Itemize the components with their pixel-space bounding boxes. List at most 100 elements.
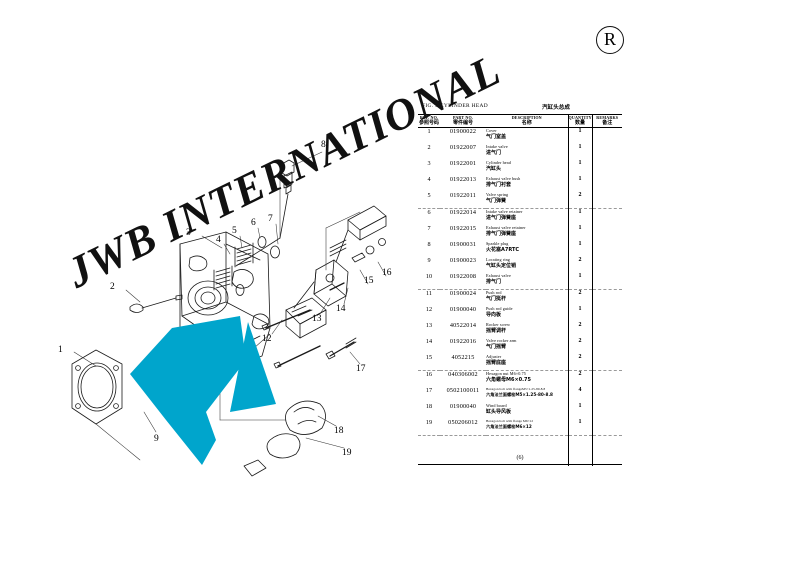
cell-empty	[591, 435, 622, 466]
diagram-part-rocker-screws	[329, 238, 386, 291]
cell-remarks	[591, 257, 622, 273]
cell-description-en: Adjuster	[486, 354, 502, 359]
cell-quantity: 1	[567, 127, 592, 144]
cell-description-en: Valve rocker arm	[486, 338, 517, 343]
cell-quantity: 1	[567, 176, 592, 192]
parts-table-grid: REF. NO. 参照号码 PART NO. 零件编号 DESCRIPTION …	[418, 114, 622, 466]
cell-ref-no: 15	[425, 354, 433, 361]
cell-quantity: 2	[567, 370, 592, 387]
cell-part-no: 01900040	[449, 403, 477, 410]
cell-description-en: Rocker screw	[486, 322, 511, 327]
svg-text:13: 13	[312, 314, 322, 324]
cell-ref-no: 16	[418, 370, 440, 387]
svg-text:9: 9	[154, 434, 159, 444]
cell-remarks	[591, 241, 622, 257]
svg-text:12: 12	[262, 334, 272, 344]
header-ref-no-en: REF. NO.	[419, 115, 439, 120]
table-title-cn: 汽缸头总成	[542, 105, 570, 111]
diagram-part-push-rod-guide	[285, 297, 327, 339]
diagram-callout-labels: 1 2 3 4 5 6 7 8 9 10 11 12 13 14 15 16 1…	[58, 140, 392, 458]
header-remarks: REMARKS 备注	[591, 115, 622, 128]
cell-part-no: 01900031	[449, 241, 477, 248]
cell-description-en: Exhaust valve	[486, 273, 511, 278]
cell-remarks	[591, 160, 622, 176]
cell-quantity: 2	[567, 354, 592, 371]
cell-part-no: 050206012	[448, 419, 478, 426]
cell-description-cn: 火花塞A7RTC	[486, 246, 520, 253]
cell-description-en: Sparkle plug	[486, 241, 509, 246]
cell-description-cn: 排气门衬套	[486, 181, 512, 188]
header-ref-no: REF. NO. 参照号码	[418, 115, 440, 128]
table-header-row: REF. NO. 参照号码 PART NO. 零件编号 DESCRIPTION …	[418, 115, 622, 128]
cell-ref-no: 4	[427, 176, 431, 183]
diagram-part-gasket	[71, 349, 123, 425]
cell-quantity: 2	[567, 338, 592, 354]
cell-remarks	[591, 192, 622, 209]
svg-text:16: 16	[382, 268, 392, 278]
diagram-part-rocker-arms	[293, 205, 387, 309]
header-description-en: DESCRIPTION	[511, 115, 542, 120]
cell-part-no: 0502100011	[446, 387, 480, 394]
diagram-part-flange-bolts	[325, 337, 357, 360]
registered-trademark-icon: R	[596, 26, 624, 54]
cell-part-no: 040306002	[440, 370, 486, 387]
header-quantity: QUANTITY 数量	[567, 115, 592, 128]
svg-text:11: 11	[244, 348, 253, 358]
header-remarks-en: REMARKS	[596, 115, 619, 120]
cell-part-no: 01922011	[449, 192, 477, 199]
svg-text:17: 17	[356, 364, 366, 374]
table-title-en: FIG. 3 CYLINDER HEAD	[422, 103, 488, 109]
cell-remarks	[591, 289, 622, 306]
cell-description-en: Push rod	[486, 290, 502, 295]
cell-quantity: 1	[567, 241, 592, 257]
diagram-part-valve-springs	[213, 242, 254, 291]
cell-quantity: 1	[567, 208, 592, 225]
header-part-no: PART NO. 零件编号	[440, 115, 486, 128]
cell-ref-no: 8	[427, 241, 431, 248]
cell-quantity: 4	[567, 387, 592, 403]
page-number: (6)	[516, 455, 524, 461]
cell-description-en: Push rod guide	[486, 306, 513, 311]
cell-description-en: Intake valve retainer	[486, 209, 523, 214]
cell-part-no: 01922013	[449, 176, 477, 183]
cell-remarks	[591, 403, 622, 419]
cell-remarks	[591, 127, 622, 144]
exploded-diagram: 1 2 3 4 5 6 7 8 9 10 11 12 13 14 15 16 1…	[30, 120, 420, 480]
cell-ref-no: 19	[425, 419, 433, 426]
cell-description-cn: 气门弹簧	[486, 197, 507, 204]
diagram-part-intake-valve	[129, 294, 183, 313]
cell-description-en: Exhaust valve retainer	[486, 225, 526, 230]
cell-description-en: Wind board	[486, 403, 507, 408]
cell-empty	[486, 435, 568, 466]
cell-remarks	[591, 208, 622, 225]
cell-description-cn: 六角螺母M6×0.75	[486, 376, 531, 383]
cell-part-no: 01922015	[449, 225, 477, 232]
svg-text:19: 19	[342, 448, 352, 458]
cell-quantity: 1	[567, 306, 592, 322]
cell-quantity: 1	[567, 225, 592, 241]
cell-ref-no: 7	[427, 225, 431, 232]
cell-description-en: Valve spring	[486, 192, 509, 197]
header-quantity-cn: 数量	[574, 120, 585, 126]
cell-empty	[567, 435, 592, 466]
